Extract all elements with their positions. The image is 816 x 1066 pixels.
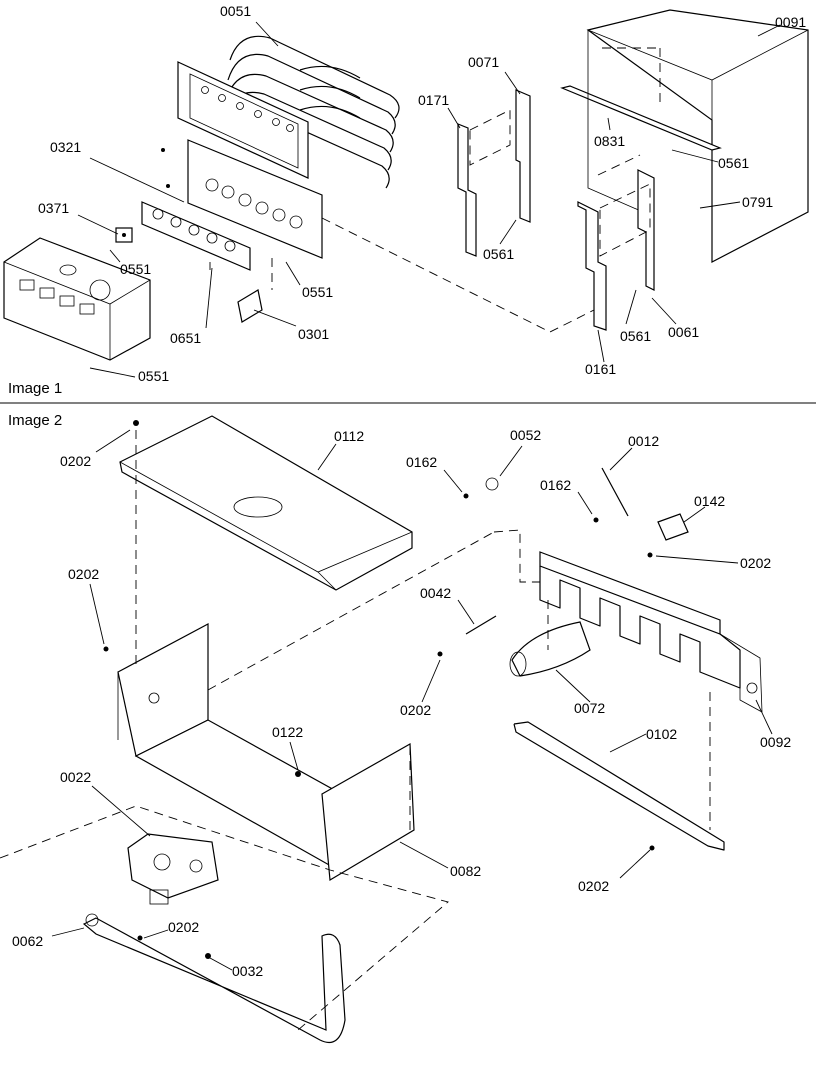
label-0162b: 0162 <box>540 477 571 493</box>
label-0022: 0022 <box>60 769 91 785</box>
burner-plate <box>161 139 323 259</box>
bracket-0371 <box>115 227 133 243</box>
labels-image2: Image 2 0202 0112 0052 0012 0162 0162 01… <box>8 412 791 979</box>
label-0032: 0032 <box>232 963 263 979</box>
flame-strip <box>513 721 725 851</box>
label-0561c: 0561 <box>620 328 651 344</box>
label-0202f: 0202 <box>168 919 199 935</box>
label-0052: 0052 <box>510 427 541 443</box>
label-0102: 0102 <box>646 726 677 742</box>
chassis-base <box>117 623 415 882</box>
label-0091: 0091 <box>775 14 806 30</box>
burner-bracket <box>539 551 763 713</box>
caption-image1: Image 1 <box>8 380 62 397</box>
label-0202c: 0202 <box>68 566 99 582</box>
label-0071: 0071 <box>468 54 499 70</box>
label-0791: 0791 <box>742 194 773 210</box>
image1-section: 0051 0091 0071 0171 0321 0831 0561 0791 … <box>3 3 809 397</box>
assembly-lines-image2 <box>0 430 711 1031</box>
cabinet <box>560 9 809 263</box>
burner <box>509 621 591 677</box>
label-0092: 0092 <box>760 734 791 750</box>
label-0142: 0142 <box>694 493 725 509</box>
bracket-0301 <box>237 289 263 323</box>
label-0561a: 0561 <box>718 155 749 171</box>
label-0162a: 0162 <box>406 454 437 470</box>
labels-image1: 0051 0091 0071 0171 0321 0831 0561 0791 … <box>8 3 806 397</box>
label-0061: 0061 <box>668 324 699 340</box>
label-0202e: 0202 <box>578 878 609 894</box>
brackets-0161-0061 <box>577 154 655 331</box>
gas-valve <box>127 833 219 905</box>
label-0371: 0371 <box>38 200 69 216</box>
label-0012: 0012 <box>628 433 659 449</box>
image2-section: Image 2 0202 0112 0052 0012 0162 0162 01… <box>0 412 791 1044</box>
label-0301: 0301 <box>298 326 329 342</box>
label-0171: 0171 <box>418 92 449 108</box>
label-0831: 0831 <box>594 133 625 149</box>
label-0551c: 0551 <box>138 368 169 384</box>
label-0062: 0062 <box>12 933 43 949</box>
label-0042: 0042 <box>420 585 451 601</box>
label-0651: 0651 <box>170 330 201 346</box>
label-0202b: 0202 <box>740 555 771 571</box>
caption-image2: Image 2 <box>8 412 62 429</box>
leaders-image2 <box>51 429 773 971</box>
leaders-image1 <box>77 21 781 378</box>
top-panel <box>119 415 413 591</box>
manifold-pipe <box>82 913 346 1044</box>
label-0161: 0161 <box>585 361 616 377</box>
label-0321: 0321 <box>50 139 81 155</box>
label-0202d: 0202 <box>400 702 431 718</box>
side-brackets <box>457 89 531 257</box>
label-0551a: 0551 <box>120 261 151 277</box>
label-0112: 0112 <box>334 428 364 444</box>
label-0551b: 0551 <box>302 284 333 300</box>
inducer-box <box>3 237 151 361</box>
burner-strip <box>141 201 251 271</box>
small-parts <box>103 420 689 959</box>
label-0072: 0072 <box>574 700 605 716</box>
label-0122: 0122 <box>272 724 303 740</box>
assembly-lines-image1 <box>209 217 595 333</box>
label-0082: 0082 <box>450 863 481 879</box>
label-0051: 0051 <box>220 3 251 19</box>
label-0561b: 0561 <box>483 246 514 262</box>
label-0202a: 0202 <box>60 453 91 469</box>
heat-exchanger-plate <box>177 61 309 179</box>
